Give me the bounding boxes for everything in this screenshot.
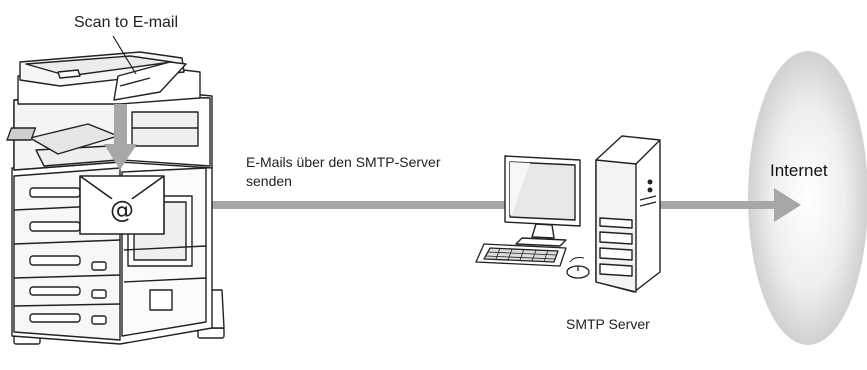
- scan-label-pointer: [112, 35, 137, 75]
- internet-label: Internet: [770, 161, 828, 180]
- email-via-smtp-label-line1: E-Mails über den SMTP-Server: [246, 154, 441, 170]
- internet-cloud-icon: [748, 51, 867, 345]
- email-via-smtp-label: E-Mails über den SMTP-Server senden: [246, 153, 496, 191]
- smtp-server-label: SMTP Server: [566, 316, 650, 332]
- at-symbol: @: [110, 196, 134, 224]
- scan-to-email-label: Scan to E-mail: [74, 14, 179, 31]
- internet-arrow-head: [774, 188, 801, 222]
- connector-lines: [172, 188, 801, 222]
- mouse-icon: [566, 257, 590, 279]
- server-tower-icon: [595, 135, 661, 293]
- monitor-icon: [504, 155, 581, 247]
- email-connector-line: [172, 201, 510, 209]
- email-via-smtp-label-line2: senden: [246, 173, 292, 189]
- email-envelope-icon: @: [79, 175, 165, 235]
- keyboard-icon: [475, 243, 567, 267]
- scan-down-arrow: [104, 104, 137, 170]
- internet-connector-line: [654, 201, 776, 209]
